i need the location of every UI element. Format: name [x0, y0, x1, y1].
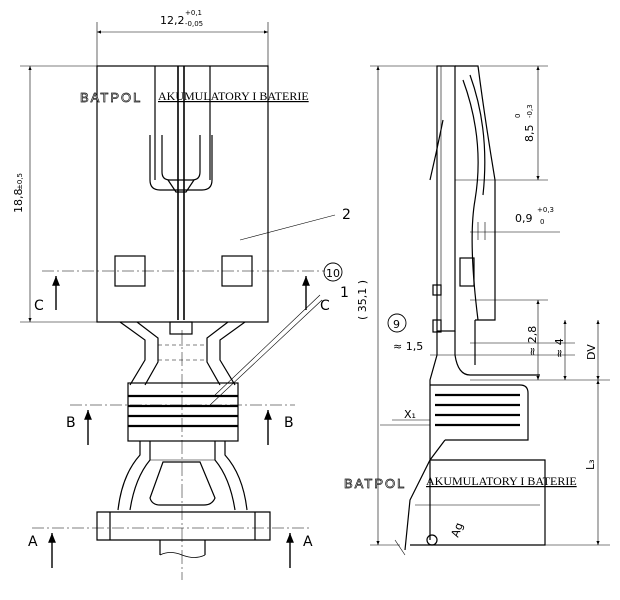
- dimension-0-9-tol-lower: 0: [540, 218, 544, 226]
- watermark-brand-top: BATPOL: [80, 90, 142, 105]
- width-tolerance-lower: -0,05: [185, 20, 203, 28]
- dimension-0-9-tol-upper: +0,3: [537, 206, 554, 214]
- part-label-2: 2: [342, 207, 351, 223]
- dimension-dv: DV: [585, 344, 598, 360]
- dimension-8-5: 8,5: [523, 125, 536, 143]
- total-length-dimension: ( 35,1 ): [356, 280, 369, 320]
- watermark-brand-bottom: BATPOL: [344, 476, 406, 491]
- height-tolerance: ±0,5: [16, 173, 24, 190]
- width-dimension: 12,2: [160, 14, 185, 27]
- section-c-right: C: [320, 298, 330, 314]
- watermark-text-top: AKUMULATORY I BATERIE: [158, 89, 309, 103]
- dimension-l3: L₃: [584, 459, 597, 470]
- dimension-8-5-tol-upper: 0: [514, 114, 522, 118]
- dimension-1-5: ≈ 1,5: [393, 340, 423, 353]
- side-view: [370, 65, 610, 556]
- part-label-9: 9: [393, 318, 400, 331]
- section-b-left: B: [66, 415, 76, 431]
- watermark-text-bottom: AKUMULATORY I BATERIE: [426, 474, 577, 488]
- front-view: [20, 22, 343, 580]
- section-a-right: A: [303, 534, 313, 550]
- dimension-0-9: 0,9: [515, 212, 533, 225]
- section-c-left: C: [34, 298, 44, 314]
- height-dimension: 18,8: [12, 189, 25, 214]
- dimension-2-8: ≈ 2,8: [526, 326, 539, 356]
- dimension-x1: X₁: [404, 408, 416, 421]
- plating-label: Ag: [449, 521, 466, 539]
- part-label-10: 10: [326, 267, 340, 280]
- dimension-4: ≈ 4: [553, 338, 566, 358]
- section-a-left: A: [28, 534, 38, 550]
- part-label-1: 1: [340, 285, 349, 301]
- dimension-8-5-tol-lower: -0,3: [526, 104, 534, 118]
- section-b-right: B: [284, 415, 294, 431]
- width-tolerance-upper: +0,1: [185, 9, 202, 17]
